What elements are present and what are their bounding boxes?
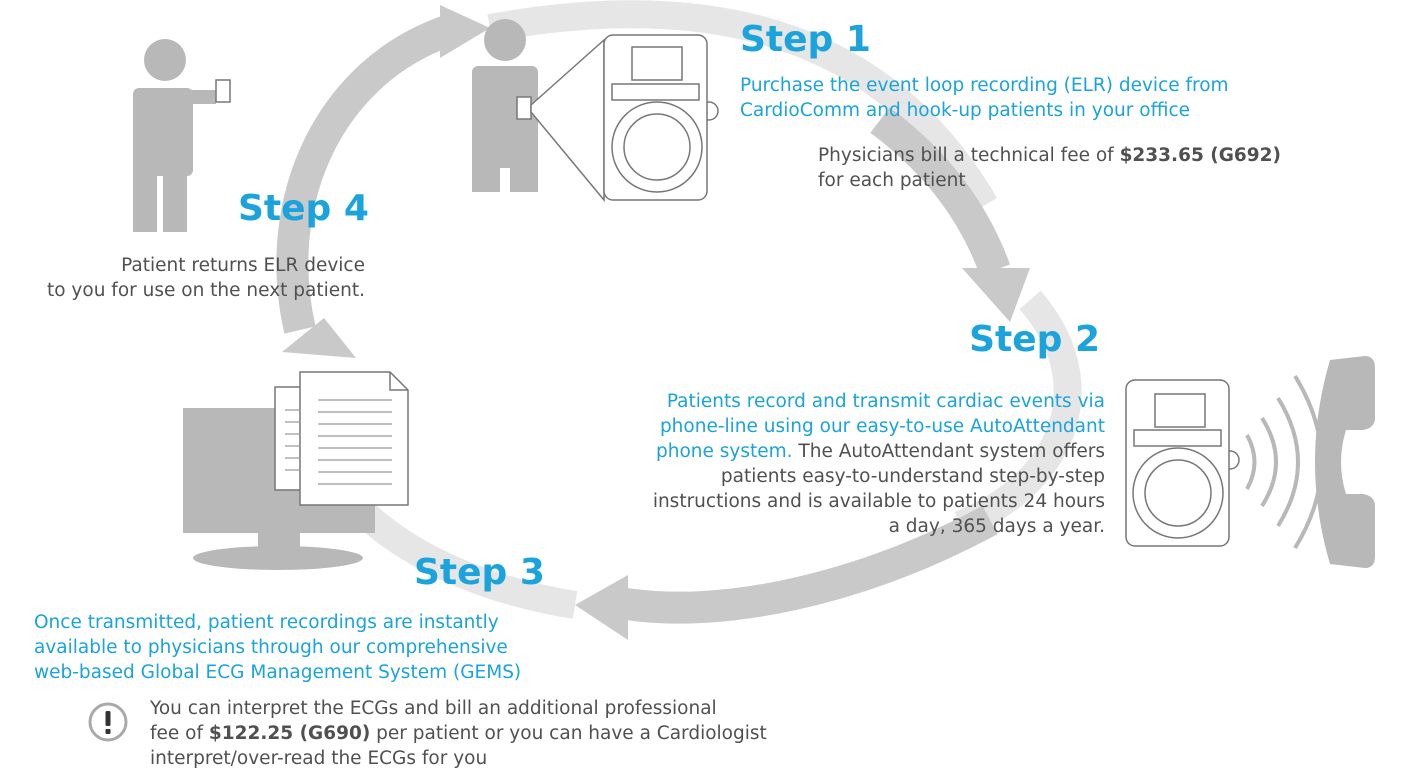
cycle-track-right [954,290,1082,538]
exclamation-circle-icon [88,702,128,742]
cycle-arrow-up-head [282,318,356,358]
telephone-handset-icon [1315,356,1375,568]
step-4-description: Patient returns ELR device to you for us… [46,255,365,301]
step-4-title: Step 4 [238,188,369,229]
elr-device-transmitting-icon [1125,379,1240,547]
step-2-description: Patients record and transmit cardiac eve… [652,391,1105,537]
step-3-title: Step 3 [414,552,545,593]
cycle-arrow-right [870,107,1030,322]
step-3-description: Once transmitted, patient recordings are… [34,612,522,683]
report-documents-icon [274,371,409,506]
step-1-fee-text: Physicians bill a technical fee of $233.… [818,145,1281,191]
step-1-fee-value: $233.65 (G692) [1119,145,1281,166]
cycle-arrow-top [276,5,490,334]
step-3-professional-fee-note: You can interpret the ECGs and bill an a… [150,698,767,769]
step-1-description: Purchase the event loop recording (ELR) … [740,75,1229,121]
step-2-title: Step 2 [969,319,1100,360]
cycle-arrow-bottom [575,505,998,640]
cycle-track-top-right [487,0,998,213]
step-1-title: Step 1 [740,19,871,60]
sound-waves-icon [1245,374,1324,550]
elr-device-icon [603,34,719,201]
person-with-elr-device-icon [472,19,605,203]
step-3-fee-value: $122.25 (G690) [208,723,371,744]
person-returning-device-icon [133,39,231,232]
